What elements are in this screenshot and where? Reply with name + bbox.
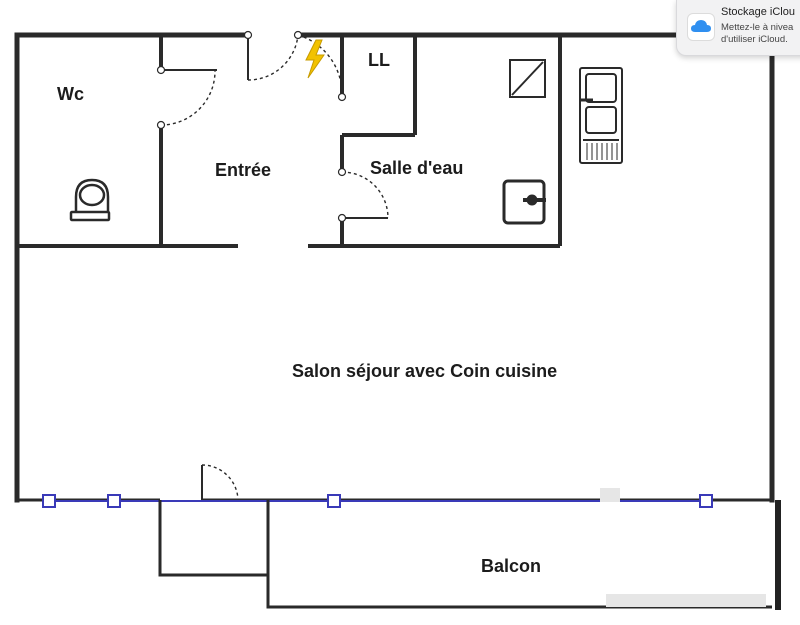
notification-body-line-1: Mettez-le à nivea <box>721 22 794 33</box>
window-handle <box>699 494 713 508</box>
notification-title: Stockage iClou <box>721 6 795 18</box>
room-label-balcon: Balcon <box>481 556 542 576</box>
door-leaves <box>161 34 388 500</box>
room-label-entree: Entrée <box>215 160 272 180</box>
shower-icon <box>502 179 546 225</box>
kitchen-sink-icon <box>579 67 623 164</box>
balcony-outline <box>158 500 772 609</box>
room-label-wc: Wc <box>57 84 84 104</box>
toilet-icon <box>69 178 111 222</box>
door-ll-arc <box>297 34 343 98</box>
door-balcony-arc <box>201 464 239 501</box>
room-label-ll: LL <box>368 50 390 70</box>
interior-walls <box>17 35 562 248</box>
window-handle <box>107 494 121 508</box>
window-handle <box>42 494 56 508</box>
washing-machine-icon <box>509 59 546 98</box>
window-handle <box>327 494 341 508</box>
exterior-walls <box>14 32 775 503</box>
icloud-notification[interactable]: Stockage iClou Mettez-le à nivea d'utili… <box>676 0 800 56</box>
watermark-fragment <box>600 488 766 607</box>
facade <box>17 494 772 508</box>
door-hinges <box>156 30 347 223</box>
door-entry-arc <box>247 34 299 81</box>
door-sdb-arc <box>341 171 389 219</box>
icloud-icon <box>687 13 715 41</box>
room-label-salon: Salon séjour avec Coin cuisine <box>292 361 558 381</box>
notification-body-line-2: d'utiliser iCloud. <box>721 34 788 45</box>
room-label-salle-eau: Salle d'eau <box>370 158 464 178</box>
doors <box>160 34 389 501</box>
electric-panel-icon <box>305 39 325 79</box>
door-wc-arc <box>160 69 216 126</box>
